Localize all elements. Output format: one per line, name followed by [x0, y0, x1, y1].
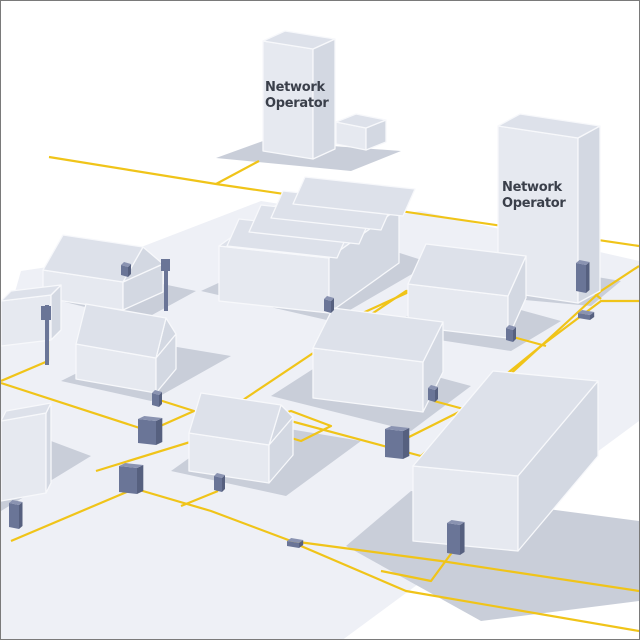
label-network-operator-top: Network Operator [265, 80, 330, 111]
cable-main-diag [95, 289, 411, 473]
cable-down-left [10, 489, 130, 543]
label-line-1: Network [502, 180, 562, 195]
ont-big-box [447, 520, 465, 555]
cable-branch-house [180, 489, 219, 508]
cable-block-b [512, 335, 547, 348]
label-line-1: Network [265, 80, 325, 95]
ont-office [428, 385, 438, 402]
big-box [412, 370, 599, 552]
roof [407, 243, 527, 297]
utility-pole [41, 259, 170, 365]
network-operator-annex [335, 113, 387, 151]
cabinet-1 [138, 416, 163, 445]
roof [312, 307, 444, 363]
cable-box-drop [380, 550, 454, 583]
wall-front [412, 465, 519, 552]
wall-front [1, 294, 52, 347]
ont-warehouse [506, 325, 516, 342]
house-low [188, 392, 294, 484]
cable-right-up [400, 299, 639, 442]
ont-house-top [121, 262, 131, 277]
network-operator-tower-top [262, 30, 336, 160]
roof-front [75, 303, 167, 359]
cable-operator-top [215, 160, 260, 185]
house-left-edge [1, 284, 62, 347]
sawtooth-roof [292, 176, 416, 217]
roof [412, 370, 599, 477]
ont-left-block [9, 500, 23, 529]
house-top-left [42, 234, 164, 311]
roof [1, 284, 62, 302]
wall-front [1, 412, 47, 502]
office-mid [312, 307, 444, 413]
cabinet-2 [119, 463, 144, 494]
label-line-2: Operator [265, 96, 329, 111]
roof-front [188, 392, 282, 446]
splice-1 [287, 538, 304, 548]
splice-2 [578, 310, 595, 320]
factory-sawtooth-3 [292, 176, 416, 217]
roof [262, 30, 336, 50]
ont-house-mid [152, 390, 162, 407]
cabinet-3 [385, 426, 410, 459]
buildings [1, 30, 601, 555]
ont-factory [324, 296, 334, 313]
roof [1, 402, 52, 422]
ont-house-low [214, 473, 225, 492]
label-network-operator-right: Network Operator [502, 180, 567, 211]
ont-operator-right [576, 260, 590, 293]
cable-loop-left [1, 381, 196, 433]
roof-front [42, 234, 144, 283]
roof [335, 113, 387, 129]
label-line-2: Operator [502, 196, 566, 211]
left-block-low [1, 402, 52, 502]
roof [497, 113, 601, 139]
house-mid [75, 303, 177, 394]
wall-side [45, 402, 52, 494]
